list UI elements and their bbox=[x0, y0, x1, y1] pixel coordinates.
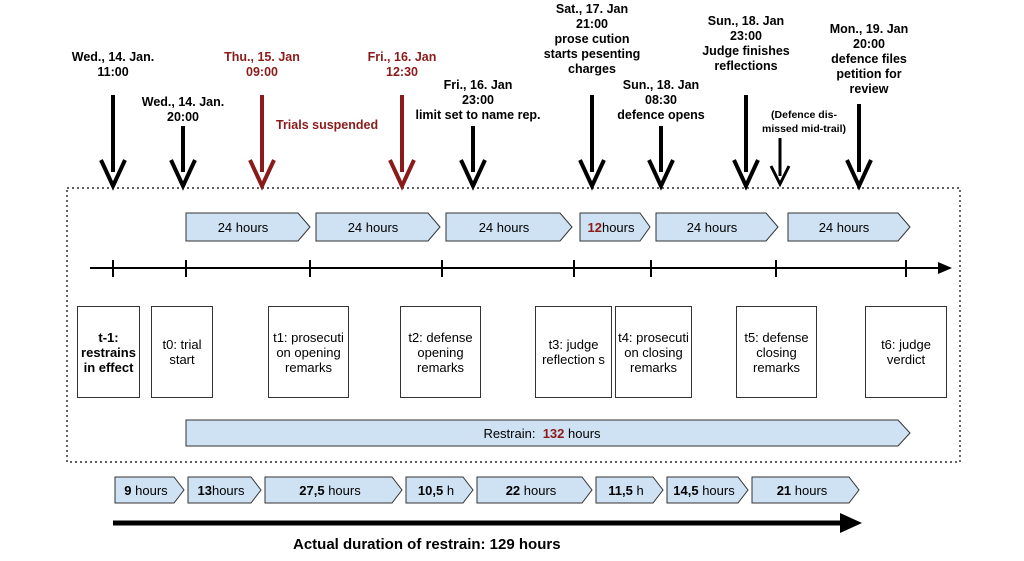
duration-unit-5: hours bbox=[523, 482, 557, 498]
period-label-2: 24 hours bbox=[347, 219, 399, 235]
period-label-1: 24 hours bbox=[217, 219, 269, 235]
period-chevron-5 bbox=[655, 212, 779, 242]
actual-duration-arrow bbox=[113, 513, 862, 533]
duration-number-4: 10,5 bbox=[417, 482, 444, 498]
duration-chevron-7 bbox=[666, 476, 749, 504]
event-arrow-e7 bbox=[647, 126, 675, 191]
duration-unit-8: hours bbox=[794, 482, 828, 498]
duration-number-7: 14,5 bbox=[673, 482, 699, 498]
event-arrow-e5 bbox=[459, 126, 487, 191]
event-arrow-e2 bbox=[169, 126, 197, 191]
milestone-box-t2: t2: defense opening remarks bbox=[400, 306, 481, 398]
duration-number-5: 22 bbox=[505, 482, 521, 498]
period-label-4-number: 12 bbox=[587, 219, 602, 235]
duration-chevron-2 bbox=[187, 476, 262, 504]
milestone-box-t0: t0: trial start bbox=[151, 306, 213, 398]
duration-number-8: 21 bbox=[776, 482, 792, 498]
duration-unit-3: hours bbox=[328, 482, 361, 498]
duration-unit-6: h bbox=[636, 482, 644, 498]
duration-chevron-1 bbox=[114, 476, 185, 504]
period-chevron-1 bbox=[185, 212, 311, 242]
period-chevron-6 bbox=[787, 212, 911, 242]
duration-label-6: 11,5 h bbox=[596, 477, 656, 503]
event-arrow-e3 bbox=[248, 95, 276, 191]
duration-label-7: 14,5 hours bbox=[667, 477, 741, 503]
restrain-unit: hours bbox=[568, 425, 601, 441]
duration-number-2: 13 bbox=[197, 482, 212, 498]
duration-label-5: 22 hours bbox=[477, 477, 585, 503]
duration-label-3: 27,5 hours bbox=[265, 477, 395, 503]
milestone-box-t5: t5: defense closing remarks bbox=[736, 306, 817, 398]
duration-unit-4: h bbox=[446, 482, 455, 498]
timeline-axis bbox=[90, 260, 952, 277]
period-chevron-4 bbox=[579, 212, 651, 242]
duration-label-8: 21 hours bbox=[752, 477, 852, 503]
milestone-box-t6: t6: judge verdict bbox=[865, 306, 947, 398]
event-arrow-e6 bbox=[578, 95, 606, 191]
period-label-5: 24 hours bbox=[686, 219, 738, 235]
period-chevron-2 bbox=[315, 212, 441, 242]
restrain-bar bbox=[185, 419, 911, 447]
event-label-e9: (Defence dis-missed mid-trail) bbox=[761, 109, 847, 135]
period-label-4-unit: hours bbox=[601, 219, 635, 235]
milestone-box-t-1: t-1: restrains in effect bbox=[77, 306, 140, 398]
duration-unit-1: hours bbox=[135, 482, 168, 498]
period-label-3: 24 hours bbox=[478, 219, 530, 235]
event-arrow-e9 bbox=[769, 138, 791, 188]
duration-label-1: 9 hours bbox=[115, 477, 177, 503]
event-arrow-e4 bbox=[388, 95, 416, 191]
event-arrow-e8 bbox=[732, 95, 760, 191]
restrain-label: Restrain: 132 hours bbox=[186, 420, 898, 446]
duration-number-1: 9 bbox=[124, 482, 132, 498]
event-label-e2: Wed., 14. Jan.20:00 bbox=[141, 95, 225, 124]
restrain-label-text: Restrain: bbox=[483, 425, 536, 441]
event-label-e1: Wed., 14. Jan.11:00 bbox=[71, 50, 155, 79]
period-chevron-3 bbox=[445, 212, 573, 242]
period-label-6: 24 hours bbox=[818, 219, 870, 235]
duration-chevron-3 bbox=[264, 476, 403, 504]
milestone-box-t4: t4: prosecuti on closing remarks bbox=[615, 306, 692, 398]
trials-suspended-label: Trials suspended bbox=[276, 118, 379, 132]
duration-unit-7: hours bbox=[702, 482, 735, 498]
event-arrow-e10 bbox=[845, 104, 873, 191]
duration-number-3: 27,5 bbox=[299, 482, 325, 498]
restrain-hours: 132 bbox=[542, 425, 565, 441]
duration-number-6: 11,5 bbox=[608, 482, 633, 498]
duration-chevron-4 bbox=[405, 476, 474, 504]
event-arrows bbox=[99, 95, 873, 191]
milestone-box-t3: t3: judge reflection s bbox=[535, 306, 612, 398]
milestone-box-t1: t1: prosecuti on opening remarks bbox=[268, 306, 349, 398]
duration-unit-2: hours bbox=[211, 482, 245, 498]
duration-label-4: 10,5 h bbox=[406, 477, 466, 503]
dotted-frame bbox=[66, 187, 961, 463]
duration-chevron-5 bbox=[476, 476, 593, 504]
duration-chevrons bbox=[114, 476, 860, 504]
duration-chevron-6 bbox=[595, 476, 664, 504]
duration-chevron-8 bbox=[751, 476, 860, 504]
period-chevrons bbox=[185, 212, 911, 242]
event-arrow-e1 bbox=[99, 95, 127, 191]
actual-duration-label: Actual duration of restrain: 129 hours bbox=[293, 536, 561, 553]
